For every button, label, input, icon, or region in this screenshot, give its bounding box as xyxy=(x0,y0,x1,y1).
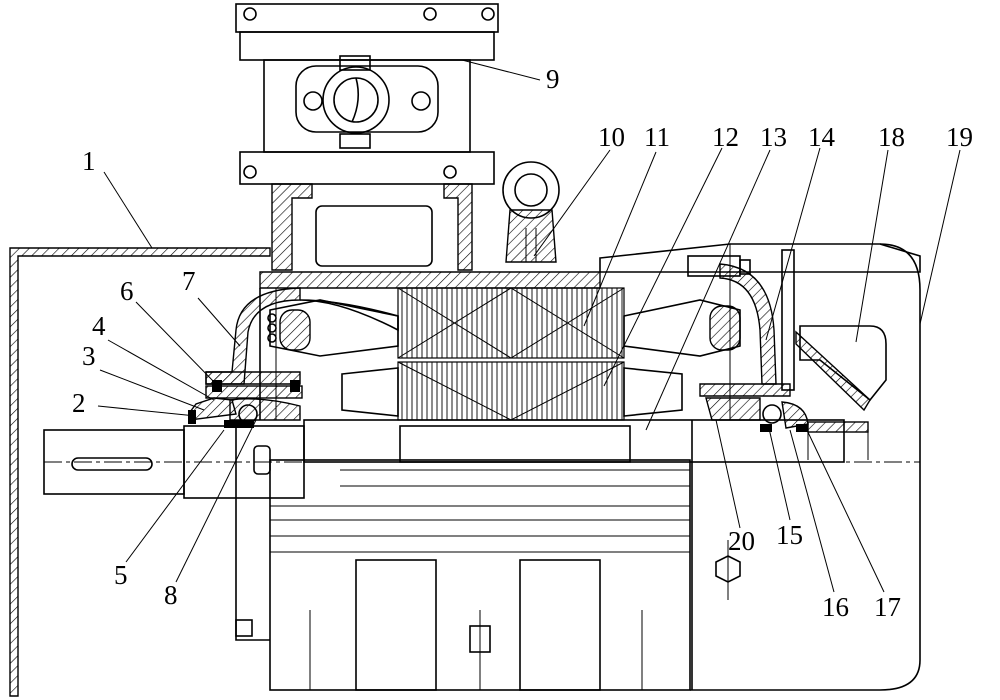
label-11: 11 xyxy=(644,122,670,152)
rear-end-shield xyxy=(687,249,809,432)
label-10: 10 xyxy=(598,122,625,152)
label-9: 9 xyxy=(546,64,560,94)
label-7: 7 xyxy=(182,266,196,296)
label-1: 1 xyxy=(82,146,96,176)
label-2: 2 xyxy=(72,388,86,418)
junction-box xyxy=(235,3,499,271)
label-16: 16 xyxy=(822,592,849,622)
lifting-eye xyxy=(502,161,560,263)
guard-plate xyxy=(9,247,271,697)
label-8: 8 xyxy=(164,580,178,610)
label-12: 12 xyxy=(712,122,739,152)
label-17: 17 xyxy=(874,592,901,622)
front-bearing-assembly xyxy=(188,397,301,428)
leader-lines xyxy=(97,59,961,593)
stator-rotor xyxy=(267,287,741,421)
label-18: 18 xyxy=(878,122,905,152)
callout-labels: 1 2 3 4 5 6 7 8 9 10 11 12 13 14 18 19 2… xyxy=(72,64,973,622)
front-end-shield xyxy=(205,287,303,399)
label-4: 4 xyxy=(92,311,106,341)
label-5: 5 xyxy=(114,560,128,590)
label-13: 13 xyxy=(760,122,787,152)
label-14: 14 xyxy=(808,122,836,152)
label-3: 3 xyxy=(82,341,96,371)
label-20: 20 xyxy=(728,526,755,556)
label-19: 19 xyxy=(946,122,973,152)
cooling-fan xyxy=(795,325,887,460)
label-15: 15 xyxy=(776,520,803,550)
label-6: 6 xyxy=(120,276,134,306)
